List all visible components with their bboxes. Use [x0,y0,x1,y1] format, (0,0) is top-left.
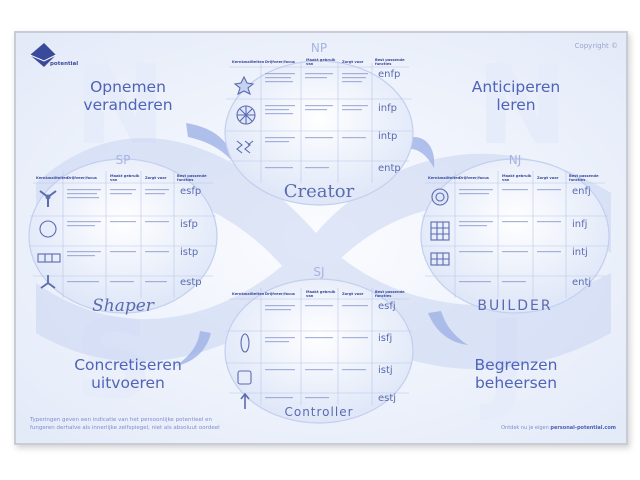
type-code: entj [572,277,592,288]
phrase-line: leren [496,96,536,114]
propeller-icon [39,190,57,207]
type-code: istp [180,247,199,258]
icons [37,75,450,409]
type-code: estj [378,393,397,404]
type-code: esfj [378,301,396,312]
copyright-text: Copyright © [574,42,618,50]
circle-outline-icon [39,220,57,238]
logo-mark [29,43,57,67]
mandala-icon [236,105,256,125]
col-header: Drijfveer/focus [265,60,295,64]
mandala-icon-nj [431,188,449,206]
star-icon [233,75,255,96]
col-header: Maakt gebruik van [306,58,336,66]
up-arrow-icon [240,392,250,409]
footnote-line: Typeringen geven een indicatie van het p… [30,417,213,423]
col-header: Best passende functies [375,58,405,66]
type-code: intj [572,247,588,258]
col-header: Drijfveer/focus [265,292,295,296]
oval-sp [28,158,218,314]
phrase-bottom-right: Begrenzen beheersen [456,356,576,392]
phrase-line: Begrenzen [474,356,558,374]
type-code: esfp [180,186,202,197]
table-text-lines [67,73,561,399]
col-header: Best passende functies [177,174,207,182]
type-code: estp [180,277,202,288]
table-grid-lines [30,63,608,405]
quadrant-label-np: NP [310,41,328,55]
oval-np [224,60,414,206]
grid-icon [430,221,450,241]
col-header: Kernkwaliteiten [232,60,265,64]
quadrant-label-sp: SP [115,153,131,167]
type-code: enfj [572,186,591,197]
phrase-bottom-left: Concretiseren uitvoeren [58,356,198,392]
connector-swooshes [176,123,468,366]
wave-pattern-icon [236,140,254,154]
type-code: isfp [180,219,198,230]
col-header: Zorgt voor [537,176,559,180]
quadrant-label-sj: SJ [313,265,325,279]
grid-strip-icon [37,253,61,263]
bg-letter-n2: N [476,41,568,169]
col-header: Best passende functies [569,174,599,182]
type-code: isfj [378,333,393,344]
square-icon [237,370,252,385]
col-header: Drijfveer/focus [67,176,97,180]
col-header: Kernkwaliteiten [232,292,265,296]
phrase-line: Anticiperen [471,78,561,96]
col-header: Zorgt voor [145,176,167,180]
col-header: Maakt gebruik van [306,290,336,298]
phrase-line: Opnemen [90,78,166,96]
col-header: Maakt gebruik van [110,174,140,182]
quadrant-title-shaper: Shaper [92,296,154,316]
type-code: entp [378,163,401,174]
footnote: Typeringen geven een indicatie van het p… [30,417,220,432]
personality-poster: N S N J [16,33,626,443]
tri-arrow-icon [40,275,56,289]
credit-site-link[interactable]: personal-potential.com [550,425,616,431]
poster-frame: N S N J [14,31,628,445]
col-header: Kernkwaliteiten [36,176,69,180]
hatch-icon [430,252,450,266]
phrase-line: beheersen [474,374,558,392]
type-code: infp [378,103,397,114]
col-header: Best passende functies [375,290,405,298]
quadrant-title-builder: Builder [477,298,553,314]
credit: Ontdek nu je eigen personal-potential.co… [501,425,616,431]
oval-sj [224,278,414,424]
credit-prefix: Ontdek nu je eigen [501,425,549,431]
col-header: Maakt gebruik van [502,174,532,182]
phrase-top-left: Opnemen veranderen [68,78,188,114]
phrase-top-right: Anticiperen leren [456,78,576,114]
type-code: intp [378,131,398,142]
col-header: Drijfveer/focus [459,176,489,180]
phrase-line: uitvoeren [91,374,165,392]
quadrant-title-creator: Creator [283,181,355,202]
col-header: Kernkwaliteiten [428,176,461,180]
logo-label: potential [50,61,79,67]
type-code: infj [572,219,588,230]
oval-nj [420,158,610,314]
col-header: Zorgt voor [342,60,364,64]
footnote-line: fungeren derhalve als innerlijke zelfspi… [30,424,220,431]
phrase-line: veranderen [83,96,173,114]
phrase-line: Concretiseren [74,356,182,374]
col-header: Zorgt voor [342,292,364,296]
type-code: enfp [378,69,401,80]
type-code: istj [378,365,393,376]
quadrant-title-controller: Controller [284,405,354,419]
ellipse-icon [240,333,250,353]
quadrant-label-nj: NJ [508,153,522,167]
